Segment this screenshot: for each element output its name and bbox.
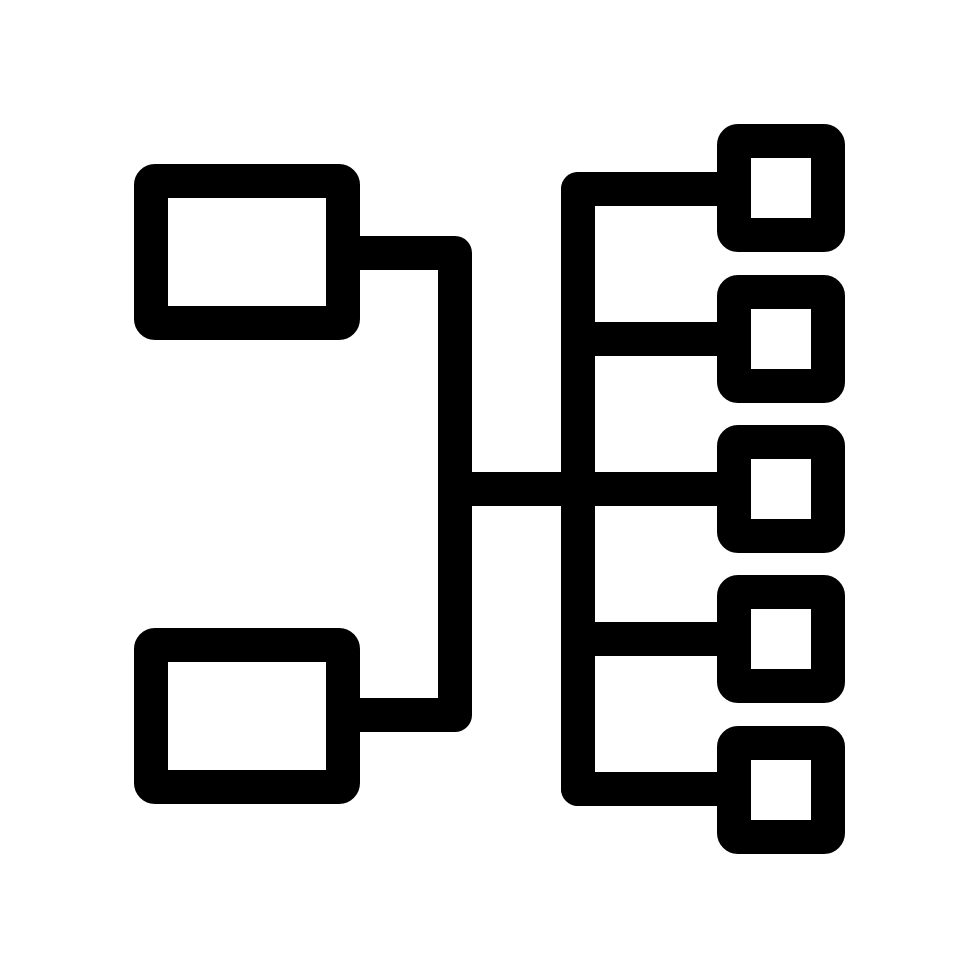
right-node-1 xyxy=(717,124,845,252)
left-connector-bracket xyxy=(326,236,472,732)
right-node-2 xyxy=(717,275,845,403)
right-node-4 xyxy=(717,575,845,703)
right-node-3 xyxy=(717,425,845,553)
left-node-top xyxy=(134,164,360,340)
right-node-5 xyxy=(717,726,845,854)
left-node-bottom xyxy=(134,628,360,804)
